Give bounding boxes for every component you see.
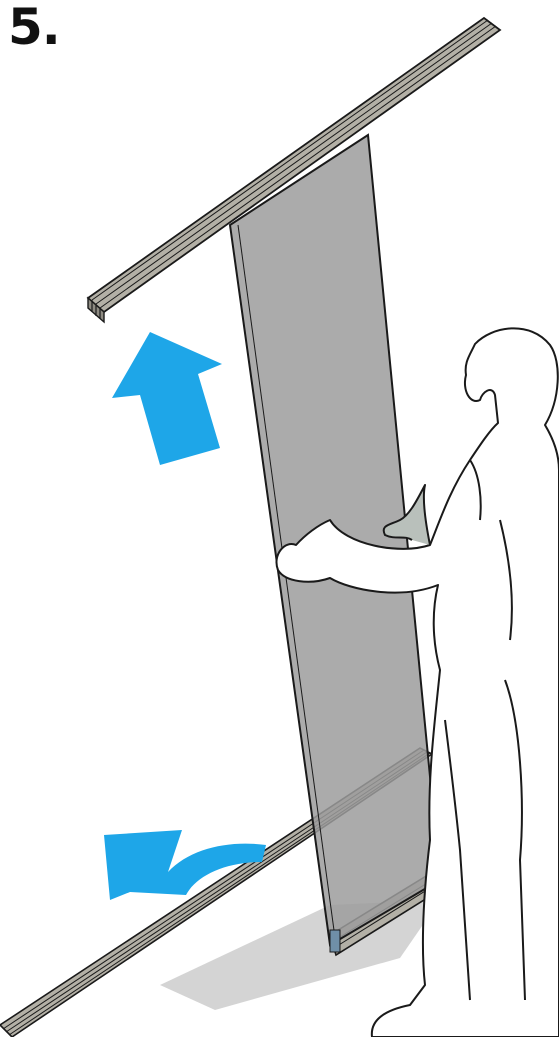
arrow-up-icon <box>112 332 222 465</box>
panel-bottom-fitting <box>330 930 340 952</box>
